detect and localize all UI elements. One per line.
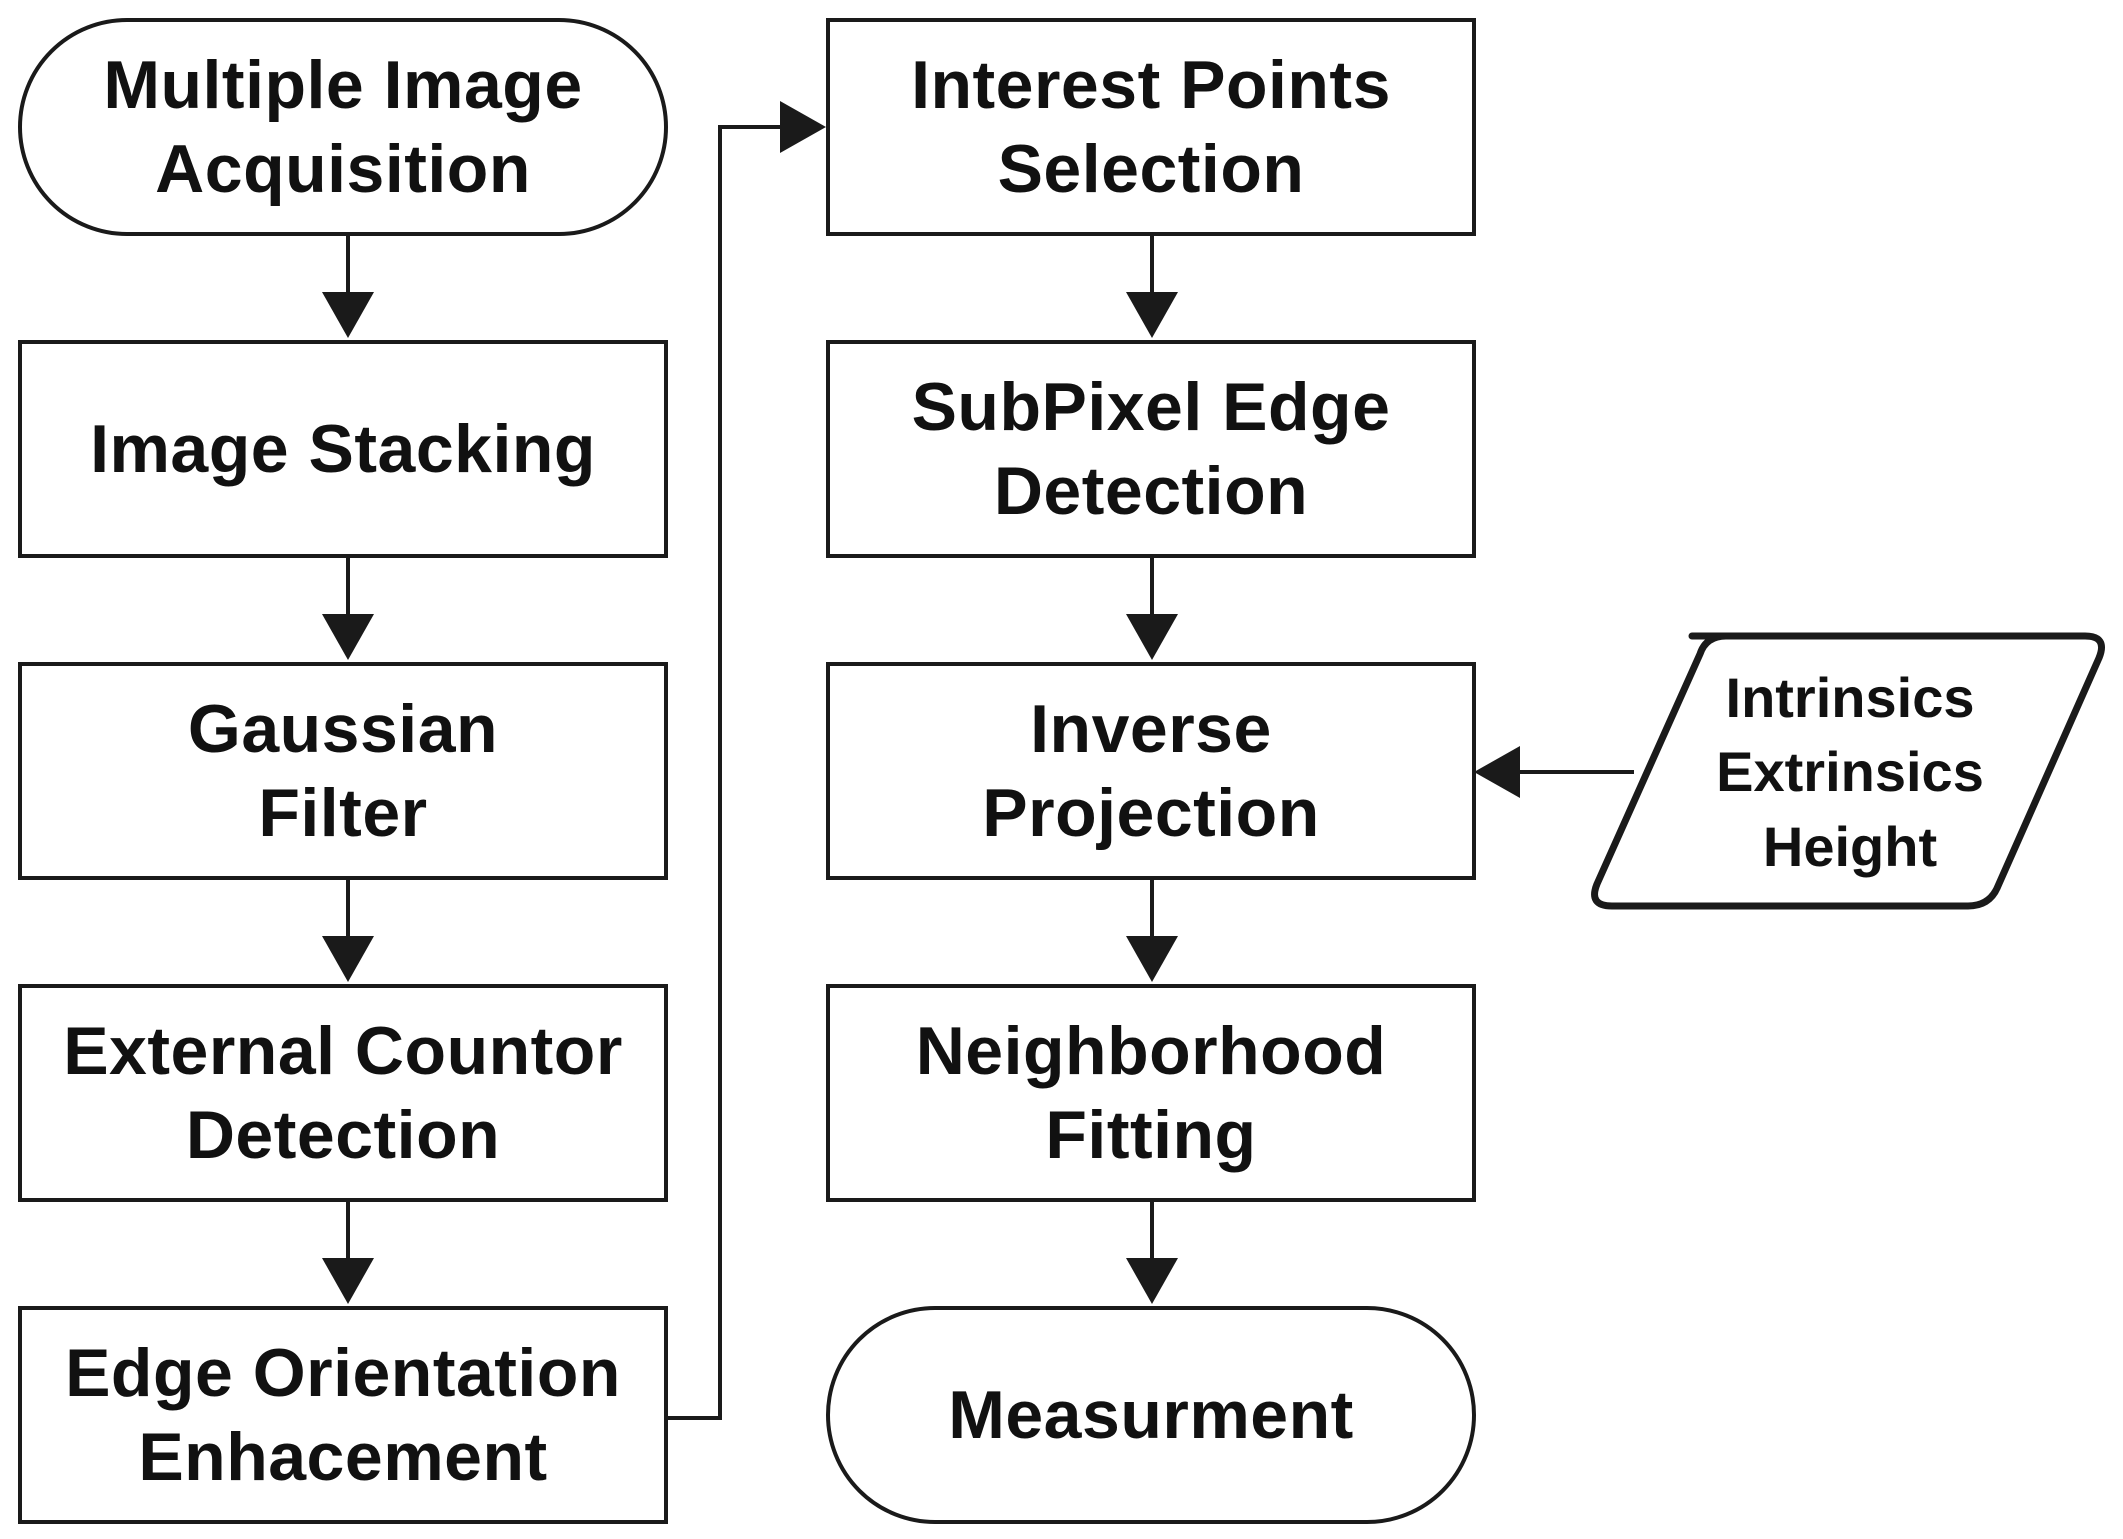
node-label-line: Detection — [993, 453, 1309, 529]
node-label: Interest Points Selection — [911, 43, 1391, 212]
node-gaussian-filter: Gaussian Filter — [18, 662, 668, 880]
node-label-line: Multiple Image — [103, 46, 583, 123]
node-label-line: SubPixel Edge — [911, 368, 1391, 445]
arrow-parameters-to-inverse — [1474, 746, 1634, 798]
node-label: Measurment — [948, 1373, 1354, 1457]
node-label-line: Measurment — [948, 1376, 1354, 1453]
node-label-line: Fitting — [1045, 1097, 1257, 1173]
node-label: Edge Orientation Enhacement — [65, 1331, 621, 1500]
node-label-line: Detection — [185, 1097, 501, 1173]
node-edge-orientation-enhancement: Edge Orientation Enhacement — [18, 1306, 668, 1524]
node-label: Gaussian Filter — [188, 687, 498, 856]
node-neighborhood-fitting: Neighborhood Fitting — [826, 984, 1476, 1202]
arrow-neighborhood-to-measurement — [1126, 1202, 1178, 1304]
arrow-gaussian-to-contour — [322, 880, 374, 982]
node-parameters-input-shape — [1591, 632, 2105, 910]
node-label: Inverse Projection — [982, 687, 1320, 856]
node-label-line: Edge Orientation — [65, 1334, 621, 1411]
input-label-line: Intrinsics — [1725, 665, 1975, 729]
node-label-line: Acquisition — [155, 131, 531, 207]
node-image-stacking: Image Stacking — [18, 340, 668, 558]
arrow-inverse-to-neighborhood — [1126, 880, 1178, 982]
node-measurement: Measurment — [826, 1306, 1476, 1524]
node-label: SubPixel Edge Detection — [912, 365, 1391, 534]
node-label-line: Selection — [997, 131, 1305, 207]
node-label: External Countor Detection — [63, 1009, 623, 1178]
node-label-line: Filter — [258, 775, 428, 851]
node-label-line: Enhacement — [138, 1419, 548, 1495]
node-subpixel-edge-detection: SubPixel Edge Detection — [826, 340, 1476, 558]
node-label-line: Interest Points — [911, 46, 1391, 123]
arrow-subpixel-to-inverse — [1126, 558, 1178, 660]
node-label: Neighborhood Fitting — [916, 1009, 1387, 1178]
arrow-orientation-to-interest-points — [667, 101, 826, 1420]
node-label-line: Image Stacking — [90, 410, 596, 487]
arrow-stacking-to-gaussian — [322, 558, 374, 660]
node-interest-points-selection: Interest Points Selection — [826, 18, 1476, 236]
node-label: Multiple Image Acquisition — [103, 43, 582, 212]
node-label-line: Neighborhood — [915, 1012, 1387, 1089]
node-parameters-input: Intrinsics Extrinsics Height — [1640, 650, 2060, 895]
node-multiple-image-acquisition: Multiple Image Acquisition — [18, 18, 668, 236]
input-label-line: Extrinsics — [1716, 740, 1984, 804]
node-external-contour-detection: External Countor Detection — [18, 984, 668, 1202]
arrow-contour-to-orientation — [322, 1202, 374, 1304]
node-inverse-projection: Inverse Projection — [826, 662, 1476, 880]
node-label-line: Gaussian — [187, 690, 499, 767]
node-label-line: Projection — [982, 775, 1320, 851]
arrow-acquisition-to-stacking — [322, 236, 374, 338]
node-label-line: External Countor — [63, 1012, 623, 1089]
arrow-interest-to-subpixel — [1126, 236, 1178, 338]
input-label-line: Height — [1762, 814, 1938, 878]
node-label-line: Inverse — [1030, 690, 1272, 767]
node-label: Image Stacking — [90, 407, 596, 491]
